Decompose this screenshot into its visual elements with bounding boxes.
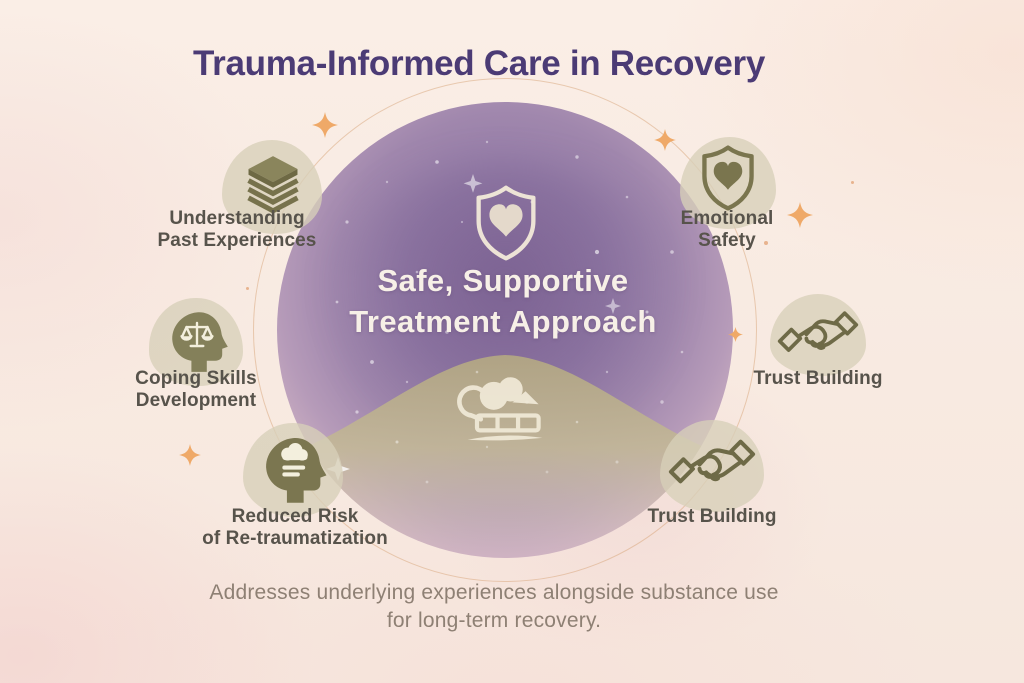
cloud-landscape-icon	[457, 377, 543, 441]
head-cloud-icon	[266, 437, 327, 503]
orbit-ring	[253, 78, 757, 582]
handshake-icon	[668, 439, 756, 484]
sparkle-dot	[246, 287, 249, 290]
node-label-line: Development	[135, 390, 257, 411]
shield-heart-icon	[702, 145, 754, 211]
sparkle-dot	[764, 241, 768, 245]
caption-line1: Addresses underlying experiences alongsi…	[209, 581, 779, 604]
center-heading-line2: Treatment Approach	[349, 304, 657, 339]
node-label-coping-skills: Coping Skills Development	[135, 368, 257, 412]
sparkle-icon	[179, 444, 201, 466]
node-label-emotional-safety: Emotional Safety	[681, 208, 774, 252]
sparkle-icon	[728, 327, 743, 342]
node-label-trust-building-bottom: Trust Building	[647, 506, 776, 528]
page-title: Trauma-Informed Care in Recovery	[193, 44, 765, 83]
node-label-trust-building-right: Trust Building	[753, 368, 882, 390]
caption: Addresses underlying experiences alongsi…	[209, 579, 778, 635]
node-label-line: Trust Building	[753, 368, 883, 389]
node-label-line: of Re-traumatization	[202, 528, 388, 549]
node-label-understanding: Understanding Past Experiences	[158, 208, 317, 252]
head-scales-icon	[172, 312, 228, 372]
shield-heart-icon	[476, 185, 536, 261]
sparkle-icon	[787, 202, 813, 228]
node-label-line: Past Experiences	[157, 230, 317, 251]
central-circle: Safe, Supportive Treatment Approach	[277, 102, 733, 558]
center-heading-line1: Safe, Supportive	[377, 263, 629, 298]
sparkle-icon	[654, 129, 676, 151]
node-label-line: Trust Building	[647, 506, 777, 527]
node-label-line: Coping Skills	[135, 368, 257, 389]
node-label-reduced-risk: Reduced Risk of Re-traumatization	[202, 506, 388, 550]
node-label-line: Emotional	[680, 208, 774, 229]
sparkle-icon	[312, 112, 338, 138]
caption-line2: for long-term recovery.	[386, 609, 602, 632]
handshake-icon	[777, 311, 859, 352]
node-label-line: Reduced Risk	[231, 506, 359, 527]
node-label-line: Safety	[698, 230, 756, 251]
hill-shape	[277, 355, 733, 558]
node-label-line: Understanding	[169, 208, 305, 229]
center-heading: Safe, Supportive Treatment Approach	[349, 260, 657, 342]
sparkle-dot	[851, 181, 854, 184]
layers-icon	[247, 156, 299, 214]
